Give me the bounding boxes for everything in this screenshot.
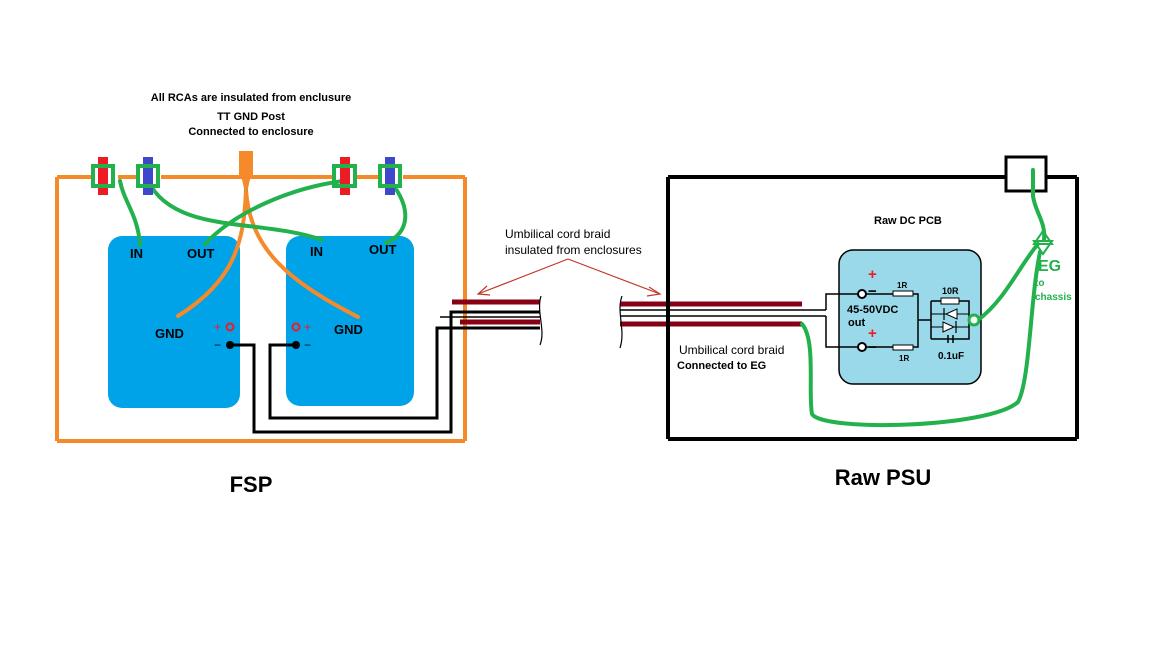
left-module-plus-label: + (214, 320, 221, 334)
eg-wires (800, 168, 1047, 427)
r10-label: 10R (942, 286, 959, 296)
fsp-right-terminals (291, 322, 301, 349)
chassis-ground-terminal (1004, 155, 1048, 193)
eg-star-terminal (1032, 229, 1054, 245)
umbilical-right-line2: Connected to EG (677, 360, 766, 372)
eg-to-label: to (1035, 278, 1044, 289)
fsp-right-module (286, 236, 414, 406)
fsp-title: FSP (230, 472, 273, 497)
voltage-line2: out (848, 317, 865, 329)
annotation-arrows (476, 258, 662, 297)
left-module-in-label: IN (130, 246, 143, 261)
eg-label: EG (1038, 258, 1061, 275)
resistor-1r-bottom (892, 344, 914, 351)
right-module-gnd-label: GND (334, 322, 363, 337)
pcb-title: Raw DC PCB (874, 215, 942, 227)
connected-to-enclosure-label: Connected to enclosure (188, 126, 313, 138)
dc-lead-wires (230, 310, 540, 434)
umbilical-right-line1: Umbilical cord braid (679, 343, 784, 357)
rca-in-left (91, 157, 115, 195)
umbilical-braid-right (619, 295, 826, 349)
raw-psu-enclosure (666, 175, 1079, 441)
tt-gnd-post-label: TT GND Post (217, 111, 285, 123)
left-module-gnd-label: GND (155, 326, 184, 341)
rca-out-left (136, 157, 160, 195)
pcb-plus-top: + (868, 266, 877, 283)
pcb-minus-top: − (868, 283, 877, 300)
fsp-left-terminals (225, 322, 235, 349)
umbilical-left-line1: Umbilical cord braid (505, 227, 610, 241)
eg-star-terminal-inv (1032, 240, 1054, 256)
tt-gnd-post (239, 151, 253, 193)
pcb-plus-bottom: + (868, 325, 877, 342)
right-module-minus-label: − (304, 338, 311, 352)
rca-in-right (332, 157, 357, 195)
rca-out-right (378, 157, 402, 195)
pcb-terminal-bottom (857, 342, 867, 352)
resistor-10r (940, 297, 960, 305)
left-module-out-label: OUT (187, 246, 215, 261)
right-module-plus-label: + (304, 320, 311, 334)
umbilical-left-line2: insulated from enclosures (505, 243, 642, 257)
right-module-in-label: IN (310, 244, 323, 259)
umbilical-braid-left (440, 295, 543, 346)
voltage-line1: 45-50VDC (847, 304, 898, 316)
pcb-terminal-top (857, 289, 867, 299)
capacitor-0-1uf (947, 335, 954, 343)
r1-bottom-label: 1R (899, 354, 909, 363)
resistor-1r-top (892, 290, 914, 297)
cap-label: 0.1uF (938, 351, 964, 362)
eg-chassis-label: chassis (1035, 292, 1072, 303)
rca-insulated-note: All RCAs are insulated from enclusure (151, 92, 352, 104)
raw-psu-title: Raw PSU (835, 465, 932, 490)
r1-top-label: 1R (897, 281, 907, 290)
pcb-eg-terminal (967, 313, 981, 327)
pcb-minus-bottom: − (868, 339, 877, 356)
left-module-minus-label: − (214, 338, 221, 352)
diode-pair (931, 308, 969, 333)
right-module-out-label: OUT (369, 242, 397, 257)
fsp-left-module (108, 236, 240, 408)
